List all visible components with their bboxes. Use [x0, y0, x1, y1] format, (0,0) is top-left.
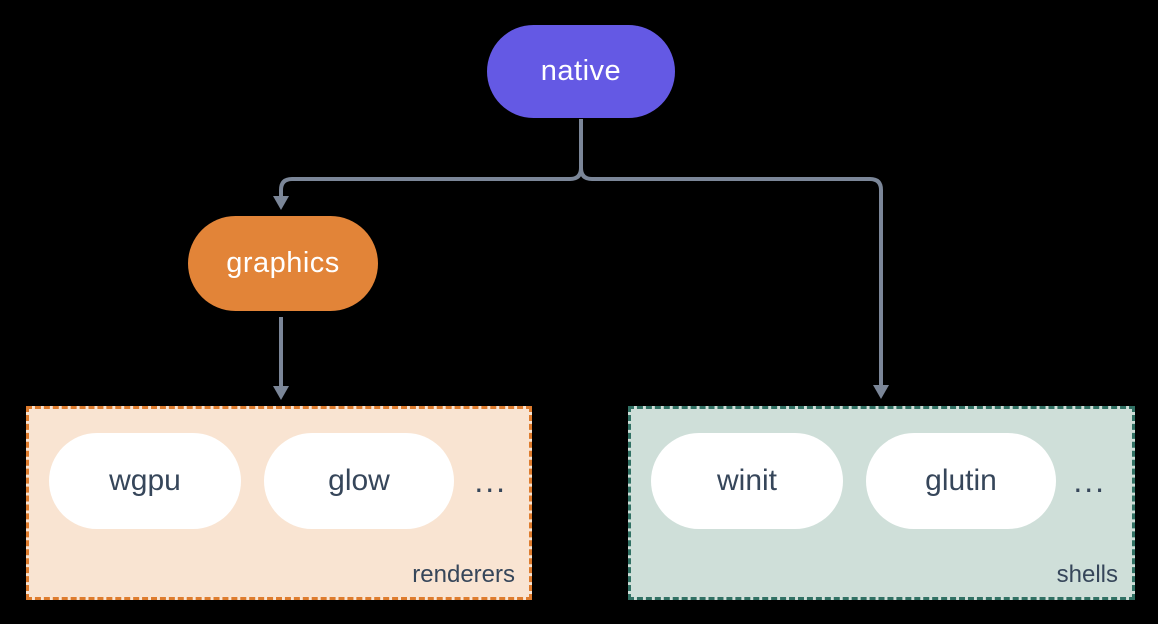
node-winit: winit	[651, 433, 843, 529]
node-glutin-label: glutin	[925, 464, 997, 497]
shells-ellipsis: ...	[1073, 463, 1106, 499]
shells-group-label: shells	[1056, 561, 1118, 588]
edge-native-to-graphics	[279, 119, 583, 197]
renderers-ellipsis: ...	[474, 463, 507, 499]
arrow-down-icon	[273, 196, 289, 210]
group-renderers: wgpu glow ... renderers	[26, 406, 532, 600]
node-glow: glow	[264, 433, 454, 529]
node-wgpu-label: wgpu	[109, 464, 181, 497]
node-glow-label: glow	[328, 464, 390, 497]
node-graphics-label: graphics	[226, 247, 340, 279]
node-native-label: native	[540, 55, 622, 87]
edge-native-to-shells	[579, 167, 883, 386]
node-wgpu: wgpu	[49, 433, 241, 529]
group-shells: winit glutin ... shells	[628, 406, 1135, 600]
node-native: native	[487, 25, 675, 118]
node-winit-label: winit	[716, 464, 777, 497]
node-graphics: graphics	[188, 216, 378, 311]
node-glutin: glutin	[866, 433, 1056, 529]
arrow-down-icon	[273, 386, 289, 400]
renderers-group-label: renderers	[412, 561, 515, 588]
arrow-down-icon	[873, 385, 889, 399]
